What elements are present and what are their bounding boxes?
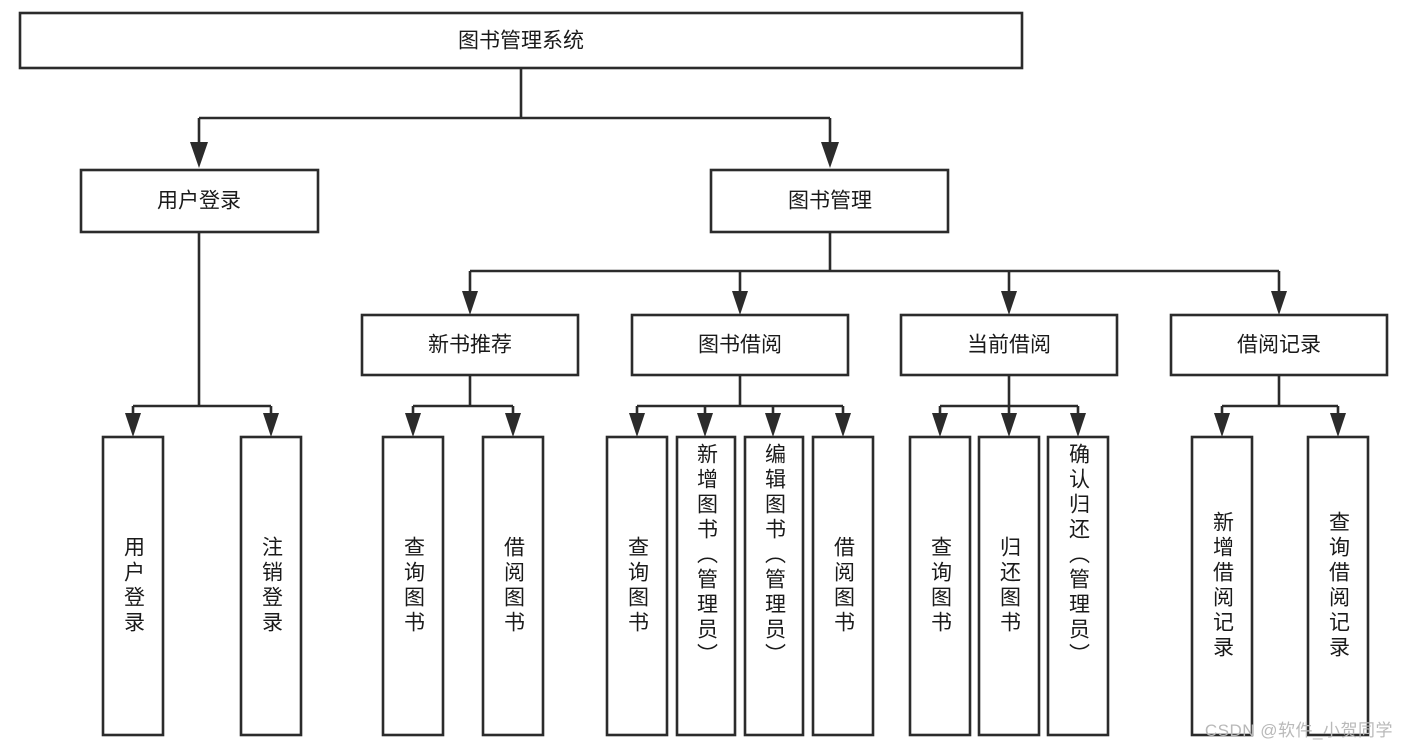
arrow-head-icon bbox=[835, 413, 851, 437]
arrow-head-icon bbox=[1001, 291, 1017, 315]
node-new-book-rec-label: 新书推荐 bbox=[428, 334, 512, 357]
leaf-box-borrow-book[interactable] bbox=[811, 435, 875, 737]
node-borrow-records-box[interactable] bbox=[1169, 313, 1389, 377]
node-book-mgmt-box[interactable] bbox=[709, 168, 950, 234]
node-current-borrow-box[interactable] bbox=[899, 313, 1119, 377]
watermark-text: CSDN @软件_小贺同学 bbox=[1204, 721, 1393, 740]
leaf-box-query-borrow-record[interactable] bbox=[1306, 435, 1370, 737]
node-root-box[interactable] bbox=[18, 11, 1024, 70]
arrow-head-icon bbox=[732, 291, 748, 315]
leaf-box-add-borrow-record[interactable] bbox=[1190, 435, 1254, 737]
leaf-box-return-book[interactable] bbox=[977, 435, 1041, 737]
leaf-box-confirm-return-admin[interactable] bbox=[1046, 435, 1110, 737]
leaf-box-logout[interactable] bbox=[239, 435, 303, 737]
leaf-box-edit-book-admin[interactable] bbox=[743, 435, 805, 737]
arrow-head-icon bbox=[765, 413, 781, 437]
node-root-label: 图书管理系统 bbox=[458, 30, 584, 53]
arrow-head-icon bbox=[697, 413, 713, 437]
arrow-head-icon bbox=[505, 413, 521, 437]
leaf-box-user-login[interactable] bbox=[101, 435, 165, 737]
arrow-head-icon bbox=[629, 413, 645, 437]
node-book-borrow-box[interactable] bbox=[630, 313, 850, 377]
node-borrow-records-label: 借阅记录 bbox=[1237, 334, 1321, 357]
arrow-head-icon bbox=[1214, 413, 1230, 437]
arrow-head-icon bbox=[1271, 291, 1287, 315]
node-current-borrow-label: 当前借阅 bbox=[967, 334, 1051, 357]
node-book-mgmt-label: 图书管理 bbox=[788, 190, 872, 213]
arrow-head-icon bbox=[405, 413, 421, 437]
arrow-head-icon bbox=[1070, 413, 1086, 437]
arrow-head-icon bbox=[1330, 413, 1346, 437]
arrow-head-icon bbox=[462, 291, 478, 315]
arrow-head-icon bbox=[1001, 413, 1017, 437]
node-book-borrow-label: 图书借阅 bbox=[698, 334, 782, 357]
leaf-box-query-book-rec[interactable] bbox=[381, 435, 445, 737]
arrow-head-icon bbox=[932, 413, 948, 437]
arrow-head-icon bbox=[125, 413, 141, 437]
leaf-box-query-book-current[interactable] bbox=[908, 435, 972, 737]
arrow-head-icon bbox=[263, 413, 279, 437]
leaf-box-borrow-book-rec[interactable] bbox=[481, 435, 545, 737]
node-new-book-rec-box[interactable] bbox=[360, 313, 580, 377]
leaf-box-query-book-borrow[interactable] bbox=[605, 435, 669, 737]
arrow-head-icon bbox=[190, 142, 208, 168]
arrow-head-icon bbox=[821, 142, 839, 168]
node-user-login-label: 用户登录 bbox=[157, 190, 241, 213]
leaf-box-add-book-admin[interactable] bbox=[675, 435, 737, 737]
